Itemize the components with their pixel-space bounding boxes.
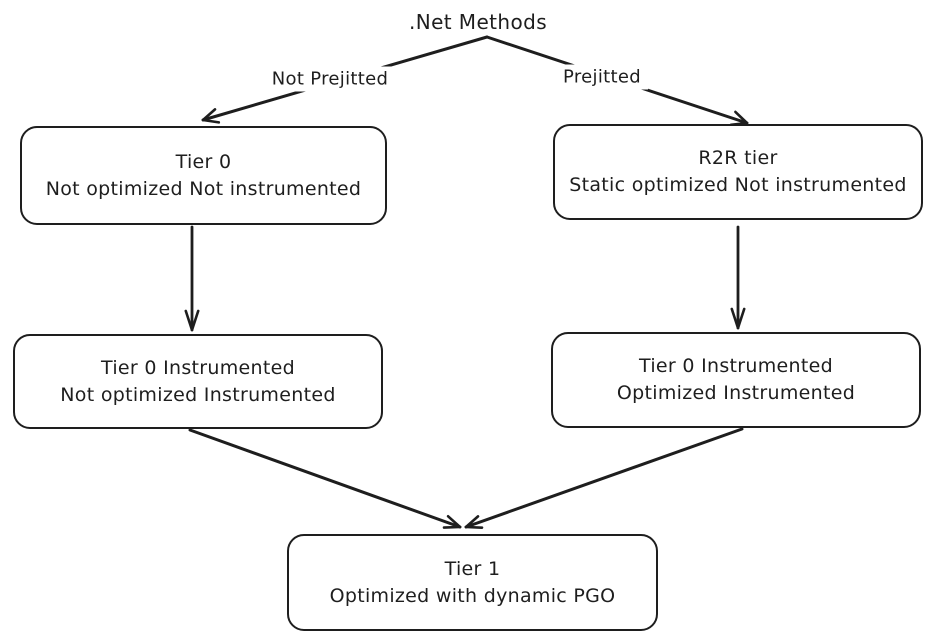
edge-left-to-tier1-arrowhead-icon <box>442 515 462 529</box>
node-tier0-instrumented-not-optimized-subtitle: Not optimized Instrumented <box>60 383 336 406</box>
edge-label-not-prejitted: Not Prejitted <box>264 66 396 92</box>
node-r2r-tier-title: R2R tier <box>698 147 778 169</box>
node-tier0-instrumented-optimized-title: Tier 0 Instrumented <box>639 355 833 377</box>
edge-right-to-tier1-line <box>464 427 744 529</box>
edge-label-prejitted: Prejitted <box>556 64 648 90</box>
node-r2r-tier: R2R tier Static optimized Not instrument… <box>553 124 923 220</box>
node-tier1: Tier 1 Optimized with dynamic PGO <box>287 534 658 631</box>
node-tier0-instrumented-optimized-subtitle: Optimized Instrumented <box>616 382 856 404</box>
node-tier0-title: Tier 0 <box>175 150 232 173</box>
node-tier0-instrumented-not-optimized: Tier 0 Instrumented Not optimized Instru… <box>13 334 383 429</box>
node-tier1-subtitle: Optimized with dynamic PGO <box>329 584 616 607</box>
edge-not-prejitted-arrowhead-icon <box>201 108 221 124</box>
edge-r2r-to-instr-arrowhead-icon <box>730 307 746 330</box>
diagram-title: .Net Methods <box>408 10 548 34</box>
node-tier0-instrumented-not-optimized-title: Tier 0 Instrumented <box>101 356 295 379</box>
edge-left-to-tier1-line <box>188 428 462 529</box>
edge-right-to-tier1-arrowhead-icon <box>464 515 484 529</box>
node-r2r-tier-subtitle: Static optimized Not instrumented <box>569 174 907 196</box>
node-tier1-title: Tier 1 <box>444 557 501 580</box>
node-tier0-subtitle: Not optimized Not instrumented <box>45 177 362 200</box>
edge-tier0-to-instr-arrowhead-icon <box>184 309 200 332</box>
node-tier0: Tier 0 Not optimized Not instrumented <box>20 126 387 225</box>
node-tier0-instrumented-optimized: Tier 0 Instrumented Optimized Instrument… <box>551 332 921 428</box>
